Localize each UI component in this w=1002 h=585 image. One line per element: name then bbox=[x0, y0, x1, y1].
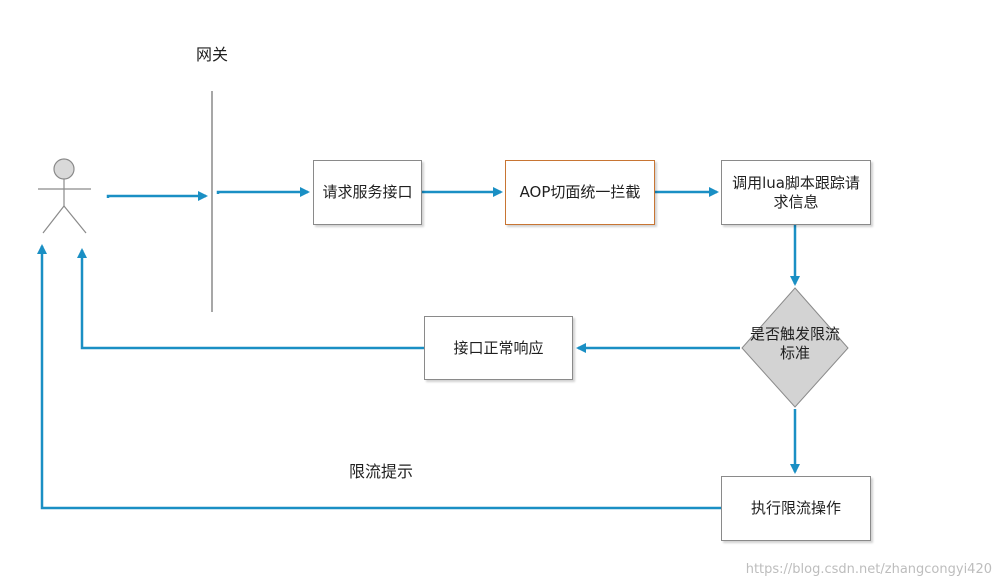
gateway-label: 网关 bbox=[196, 45, 229, 64]
execute-limit-text: 执行限流操作 bbox=[750, 499, 841, 517]
arrow-actor-to-gateway bbox=[106, 191, 208, 201]
aop-intercept-node: AOP切面统一拦截 bbox=[505, 160, 655, 225]
call-lua-node: 调用lua脚本跟踪请 求信息 bbox=[721, 160, 871, 225]
decision-text-line2: 标准 bbox=[779, 344, 810, 362]
arrow-execute-limit-to-actor bbox=[37, 244, 721, 510]
call-lua-text-line2: 求信息 bbox=[773, 192, 819, 211]
execute-limit-node: 执行限流操作 bbox=[721, 476, 871, 541]
decision-text: 是否触发限流 标准 bbox=[742, 325, 848, 363]
decision-diamond bbox=[741, 287, 849, 408]
call-lua-text-line1: 调用lua脚本跟踪请 bbox=[732, 173, 860, 192]
watermark-text: https://blog.csdn.net/zhangcongyi420 bbox=[745, 562, 992, 577]
user-actor-icon bbox=[38, 158, 91, 234]
normal-response-node: 接口正常响应 bbox=[424, 316, 573, 380]
arrow-gateway-to-request bbox=[216, 187, 310, 197]
limit-tip-label: 限流提示 bbox=[349, 462, 414, 481]
arrow-normal-response-to-actor bbox=[77, 248, 424, 350]
aop-intercept-text: AOP切面统一拦截 bbox=[519, 183, 641, 201]
request-service-node: 请求服务接口 bbox=[313, 160, 422, 225]
decision-text-line1: 是否触发限流 bbox=[749, 325, 840, 343]
request-service-text: 请求服务接口 bbox=[322, 183, 413, 201]
normal-response-text: 接口正常响应 bbox=[453, 338, 544, 357]
